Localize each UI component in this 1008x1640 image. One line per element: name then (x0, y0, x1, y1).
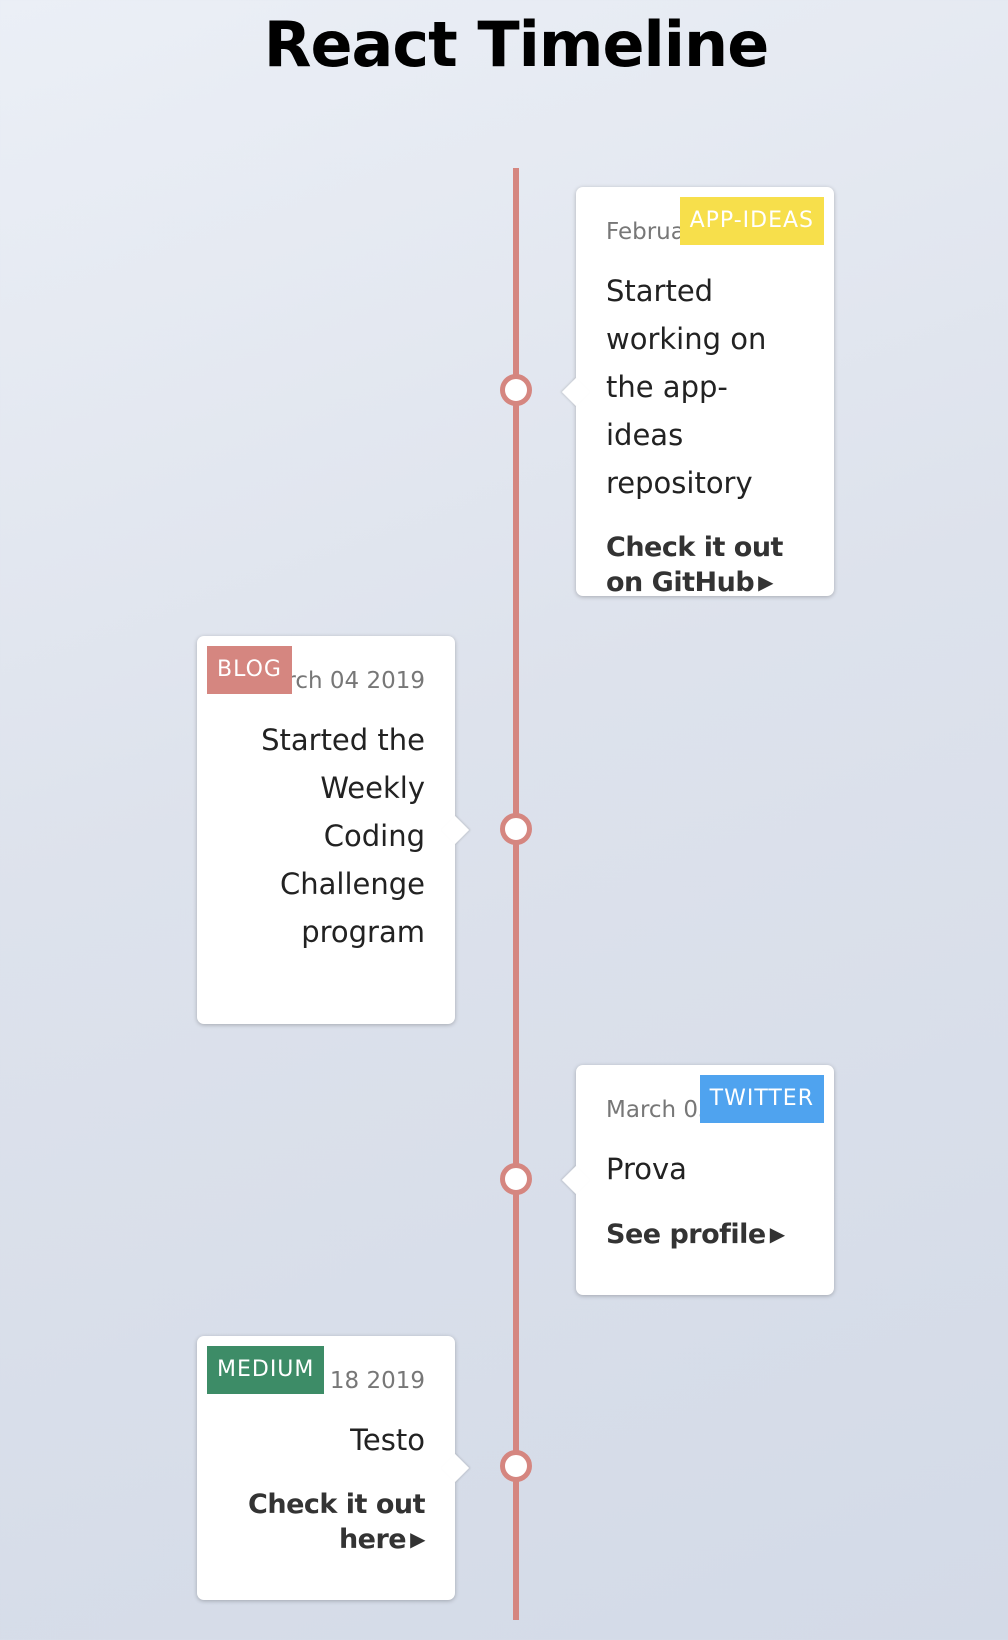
timeline-node (500, 813, 532, 845)
event-text: Prova (606, 1152, 687, 1186)
see-profile-link[interactable]: See profile▶ (606, 1217, 804, 1252)
link-label: Check it out here (248, 1489, 425, 1555)
category-tag-app-ideas: APP-IDEAS (679, 197, 824, 245)
category-tag-twitter: TWITTER (699, 1075, 824, 1123)
play-arrow-icon: ▶ (769, 1222, 785, 1246)
timeline-card-twitter: TWITTER March 03 2019 Prova See profile▶ (576, 1065, 834, 1295)
category-tag-medium: MEDIUM (207, 1346, 325, 1394)
play-arrow-icon: ▶ (410, 1527, 425, 1551)
link-label: See profile (606, 1219, 766, 1250)
timeline-node (500, 1450, 532, 1482)
timeline-card-app-ideas: APP-IDEAS February 25 2019 Started worki… (576, 187, 834, 598)
page-title: React Timeline (263, 8, 770, 81)
timeline-line (513, 168, 519, 1620)
timeline-node (500, 374, 532, 406)
github-link[interactable]: Check it out on GitHub▶ (606, 531, 804, 600)
event-text: Started working on the app-ideas reposit… (606, 274, 767, 500)
link-label: Check it out on GitHub (606, 532, 783, 598)
category-tag-blog: BLOG (207, 646, 292, 694)
event-text: Testo (350, 1423, 425, 1457)
timeline-card-medium: MEDIUM February 18 2019 Testo Check it o… (197, 1336, 455, 1600)
event-text: Started the Weekly Coding Challenge prog… (261, 723, 425, 949)
timeline-node (500, 1163, 532, 1195)
play-arrow-icon: ▶ (758, 570, 774, 594)
timeline-card-blog: BLOG March 04 2019 Started the Weekly Co… (197, 636, 455, 1024)
medium-link[interactable]: Check it out here▶ (227, 1488, 425, 1557)
